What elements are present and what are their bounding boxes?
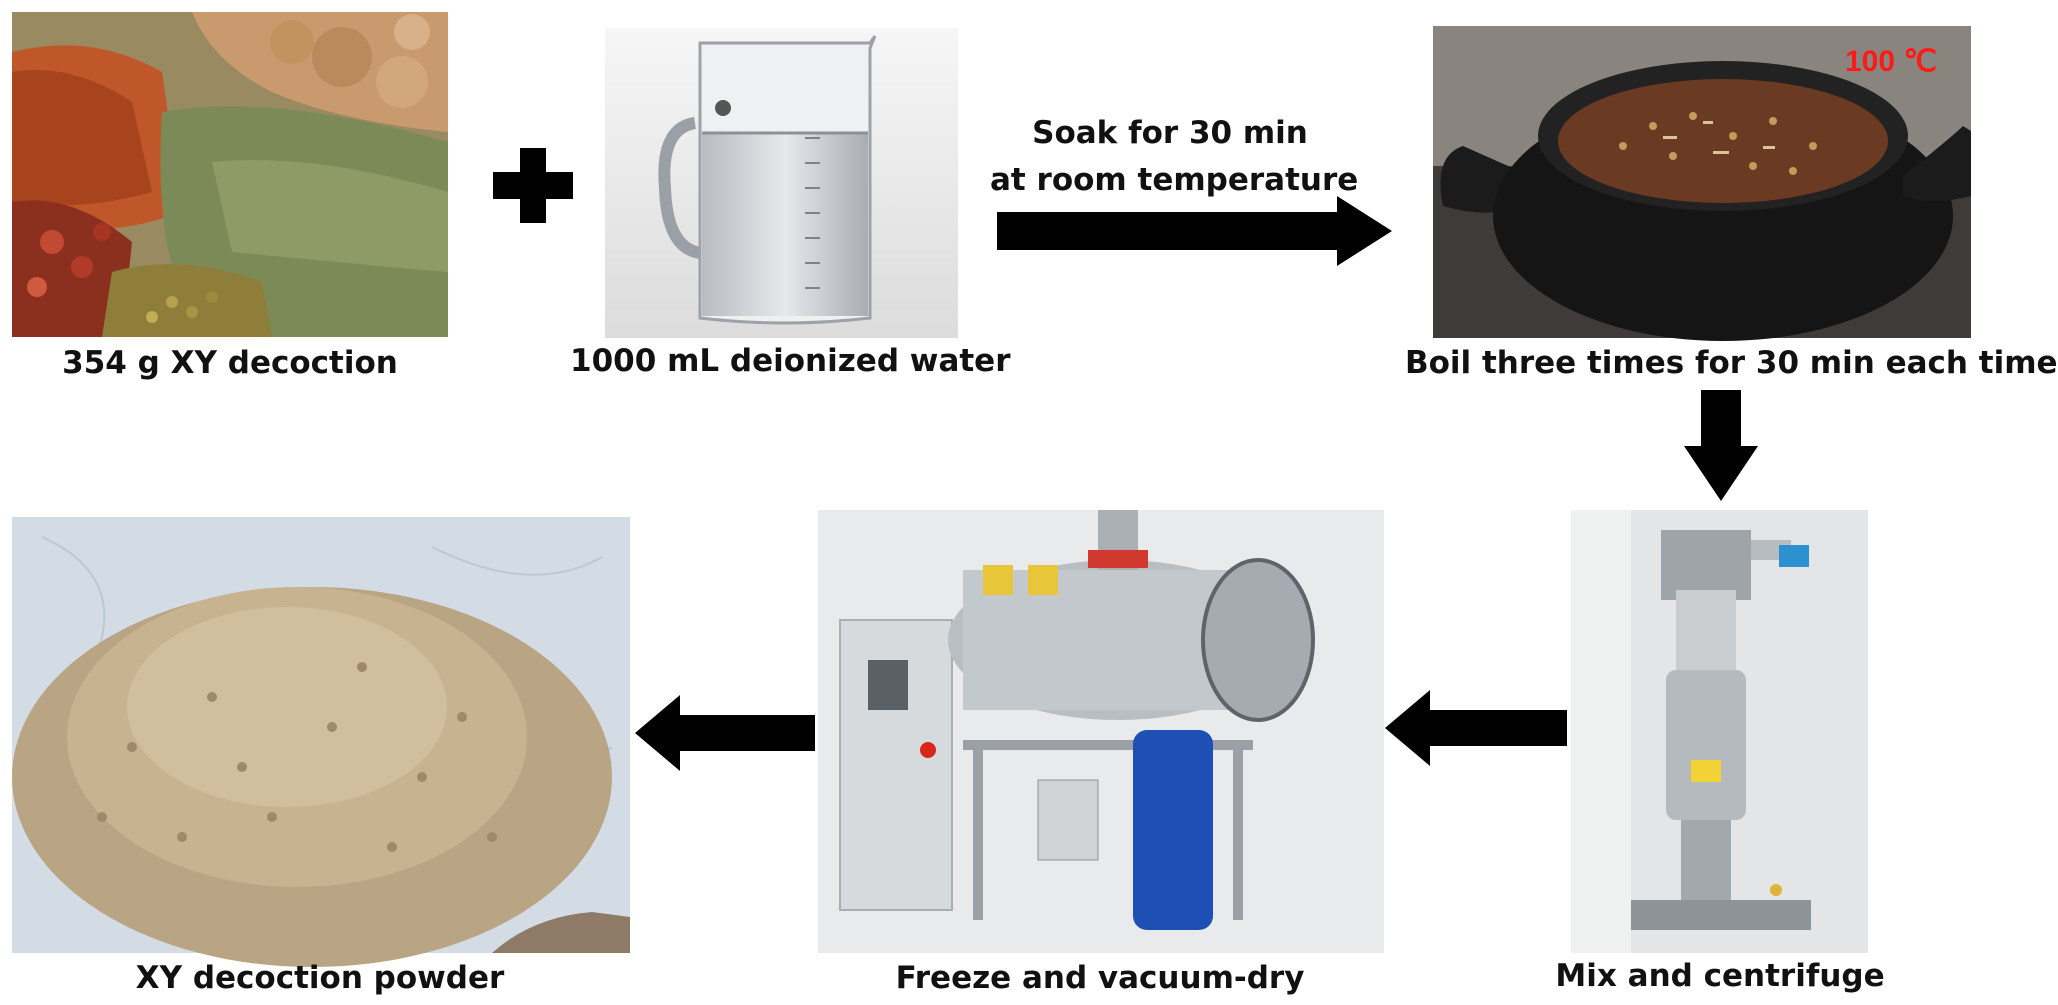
plus-icon <box>493 148 573 223</box>
soak-label-line1: Soak for 30 min <box>1032 115 1308 151</box>
temperature-label: 100 ℃ <box>1845 45 1938 78</box>
powder-image <box>12 517 630 967</box>
centrifuge-image <box>1571 510 1868 953</box>
left-arrow-dryer <box>1385 690 1567 766</box>
down-arrow-centrifuge <box>1684 390 1758 501</box>
water-beaker-image <box>605 28 958 338</box>
boil-caption: Boil three times for 30 min each time <box>1405 345 2058 381</box>
left-arrow-powder <box>635 695 815 771</box>
centrifuge-caption: Mix and centrifuge <box>1555 958 1885 994</box>
powder-caption: XY decoction powder <box>135 960 505 996</box>
herbs-image <box>12 12 448 338</box>
freeze-dryer-image <box>818 510 1384 953</box>
dryer-caption: Freeze and vacuum-dry <box>895 960 1305 996</box>
boiling-pot-image <box>1433 26 1971 341</box>
soak-label-line2: at room temperature <box>990 162 1359 198</box>
water-caption: 1000 mL deionized water <box>570 343 1011 379</box>
soak-label: Soak for 30 min at room temperature <box>990 110 1359 204</box>
right-arrow-soak <box>997 196 1392 266</box>
herbs-caption: 354 g XY decoction <box>62 345 398 381</box>
